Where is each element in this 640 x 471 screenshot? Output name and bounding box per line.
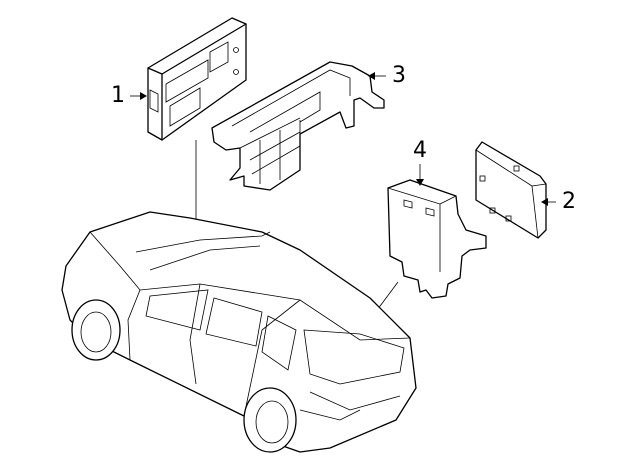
callout-4[interactable]: 4 [413,138,427,163]
part-4-module[interactable] [387,179,487,299]
part-1-control-module[interactable] [147,17,247,141]
callout-2[interactable]: 2 [562,189,576,214]
callout-arrows [130,72,556,206]
part-2-module[interactable] [475,141,547,239]
vehicle-outline [61,211,417,453]
callout-1[interactable]: 1 [111,83,125,108]
callout-3[interactable]: 3 [392,63,406,88]
part-3-bracket[interactable] [211,61,385,191]
